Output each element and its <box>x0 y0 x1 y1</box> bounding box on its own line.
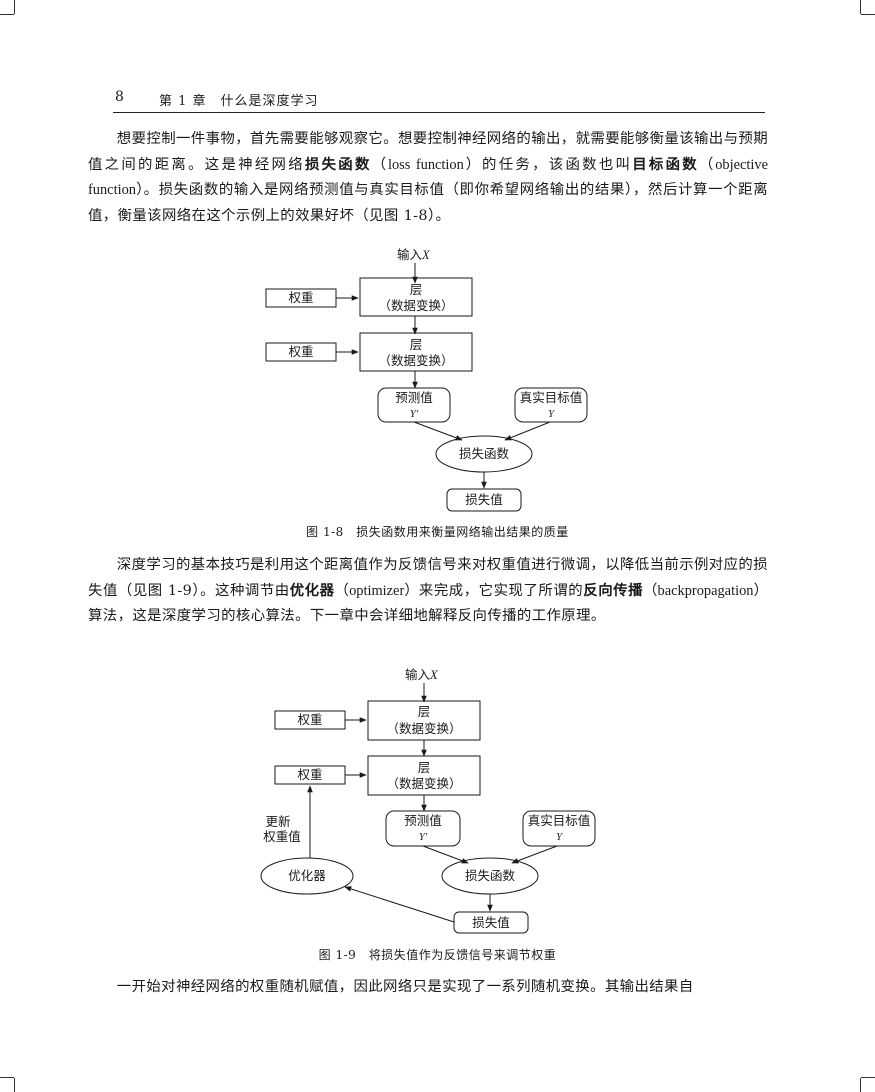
target-variable: Y <box>548 408 556 420</box>
page-number: 8 <box>115 89 124 105</box>
crop-mark <box>0 14 14 15</box>
layer-subtitle: （数据变换） <box>386 721 461 736</box>
weight-label: 权重 <box>288 290 313 305</box>
term-optimizer: 优化器 <box>289 582 335 599</box>
update-weights-label: 更新 <box>265 814 290 829</box>
crop-mark <box>0 1077 14 1078</box>
term-backpropagation: 反向传播 <box>583 582 644 599</box>
loss-value-box <box>446 488 522 512</box>
layer-title: 层 <box>410 337 423 352</box>
arrow-loss-to-optimizer <box>344 886 455 923</box>
crop-mark <box>14 1078 15 1092</box>
running-header: 8 第 1 章 什么是深度学习 <box>113 86 765 113</box>
arrow-target-to-loss <box>511 845 558 864</box>
crop-mark <box>861 1077 875 1078</box>
term-loss-function: 损失函数 <box>304 156 372 173</box>
input-label: 输入X <box>397 247 431 262</box>
crop-mark <box>861 14 875 15</box>
layer-title: 层 <box>418 760 431 775</box>
loss-function-label: 损失函数 <box>459 446 510 461</box>
prediction-variable: Y′ <box>419 831 428 843</box>
prediction-variable: Y′ <box>410 408 419 420</box>
term-objective-function: 目标函数 <box>632 156 699 173</box>
chapter-title: 第 1 章 什么是深度学习 <box>159 94 319 109</box>
update-weights-label: 权重值 <box>263 829 301 844</box>
crop-mark <box>14 0 15 14</box>
weight-label: 权重 <box>297 712 322 727</box>
figure-caption: 图 1-9 将损失值作为反馈信号来调节权重 <box>318 948 557 962</box>
optimizer-ellipse <box>260 857 354 895</box>
layer-title: 层 <box>418 704 431 719</box>
target-box <box>514 387 588 423</box>
paragraph-optimizer: 深度学习的基本技巧是利用这个距离值作为反馈信号来对权重值进行微调，以降低当前示例… <box>88 553 768 630</box>
loss-value-label: 损失值 <box>465 492 503 507</box>
layer-title: 层 <box>410 282 423 297</box>
paragraph-random-init: 一开始对神经网络的权重随机赋值，因此网络只是实现了一系列随机变换。其输出结果自 <box>88 975 768 1001</box>
layer-box-1 <box>359 277 473 317</box>
crop-mark <box>860 0 861 14</box>
paragraph-text: 想要控制一件事物，首先需要能够观察它。想要控制神经网络的输出，就需要能够衡量该输… <box>88 131 768 224</box>
arrow-prediction-to-loss <box>422 845 469 864</box>
prediction-label: 预测值 <box>404 813 442 828</box>
weight-label: 权重 <box>297 767 322 782</box>
target-variable: Y <box>556 831 564 843</box>
prediction-label: 预测值 <box>395 390 433 405</box>
weight-label: 权重 <box>288 344 313 359</box>
target-box <box>522 810 596 847</box>
layer-subtitle: （数据变换） <box>386 776 461 791</box>
arrow-target-to-loss <box>504 421 551 441</box>
loss-value-label: 损失值 <box>472 915 510 930</box>
arrow-prediction-to-loss <box>413 421 463 441</box>
crop-mark <box>860 1078 861 1092</box>
layer-box-2 <box>359 332 473 372</box>
loss-value-box <box>453 911 529 934</box>
optimizer-label: 优化器 <box>288 868 326 883</box>
target-label: 真实目标值 <box>528 813 591 828</box>
paragraph-text: 深度学习的基本技巧是利用这个距离值作为反馈信号来对权重值进行微调，以降低当前示例… <box>88 557 768 624</box>
loss-function-label: 损失函数 <box>465 868 516 883</box>
layer-subtitle: （数据变换） <box>378 298 453 313</box>
paragraph-loss-function: 想要控制一件事物，首先需要能够观察它。想要控制神经网络的输出，就需要能够衡量该输… <box>88 127 768 229</box>
layer-subtitle: （数据变换） <box>378 353 453 368</box>
target-label: 真实目标值 <box>520 390 583 405</box>
input-label: 输入X <box>405 667 439 682</box>
paragraph-text: 一开始对神经网络的权重随机赋值，因此网络只是实现了一系列随机变换。其输出结果自 <box>116 979 694 995</box>
figure-caption: 图 1-8 损失函数用来衡量网络输出结果的质量 <box>306 525 569 539</box>
